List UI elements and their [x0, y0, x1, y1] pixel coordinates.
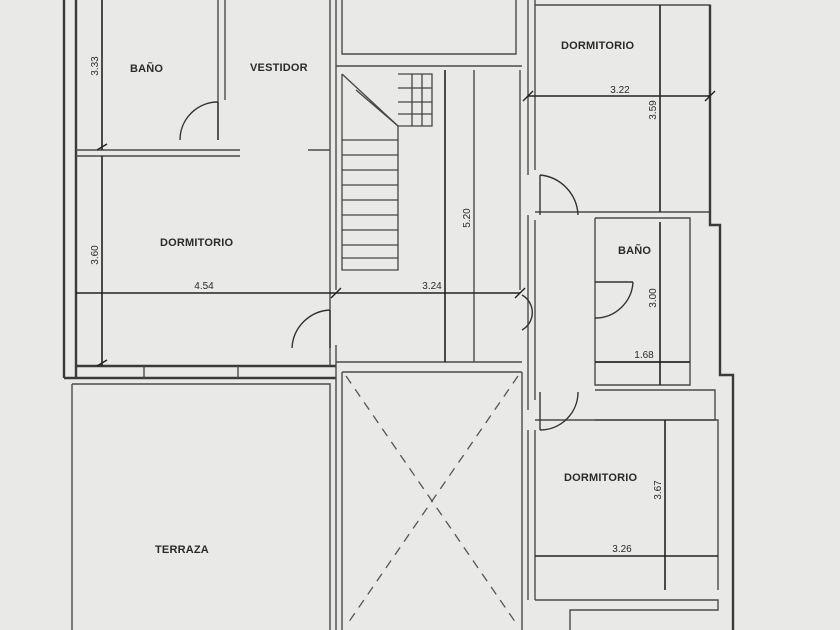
dimension-lines [76, 0, 718, 590]
room-label-dormitorio-2: DORMITORIO [561, 40, 635, 52]
room-label-bano-1: BAÑO [130, 62, 163, 75]
staircase [341, 73, 433, 271]
dim-dormitorio-2-width: 3.22 [610, 85, 630, 96]
dim-dormitorio-1-height: 3.60 [90, 245, 101, 265]
dim-hall-width: 3.24 [422, 281, 442, 292]
double-height-void [345, 375, 519, 627]
dim-dormitorio-3-height: 3.67 [653, 480, 664, 500]
dim-bano-1-height: 3.33 [90, 56, 101, 76]
room-label-dormitorio-1: DORMITORIO [160, 237, 234, 249]
doors [179, 101, 634, 431]
room-label-bano-2: BAÑO [618, 244, 651, 257]
room-label-vestidor: VESTIDOR [250, 62, 308, 74]
room-label-terraza: TERRAZA [155, 544, 209, 556]
walls [62, 0, 735, 630]
dim-dormitorio-3-width: 3.26 [612, 544, 632, 555]
dim-dormitorio-2-height: 3.59 [648, 100, 659, 120]
room-label-dormitorio-3: DORMITORIO [564, 472, 638, 484]
dim-bano-2-width: 1.68 [634, 350, 654, 361]
dim-dormitorio-1-width: 4.54 [194, 281, 214, 292]
dim-hall-height: 5.20 [462, 208, 473, 228]
dim-bano-2-height: 3.00 [648, 288, 659, 308]
